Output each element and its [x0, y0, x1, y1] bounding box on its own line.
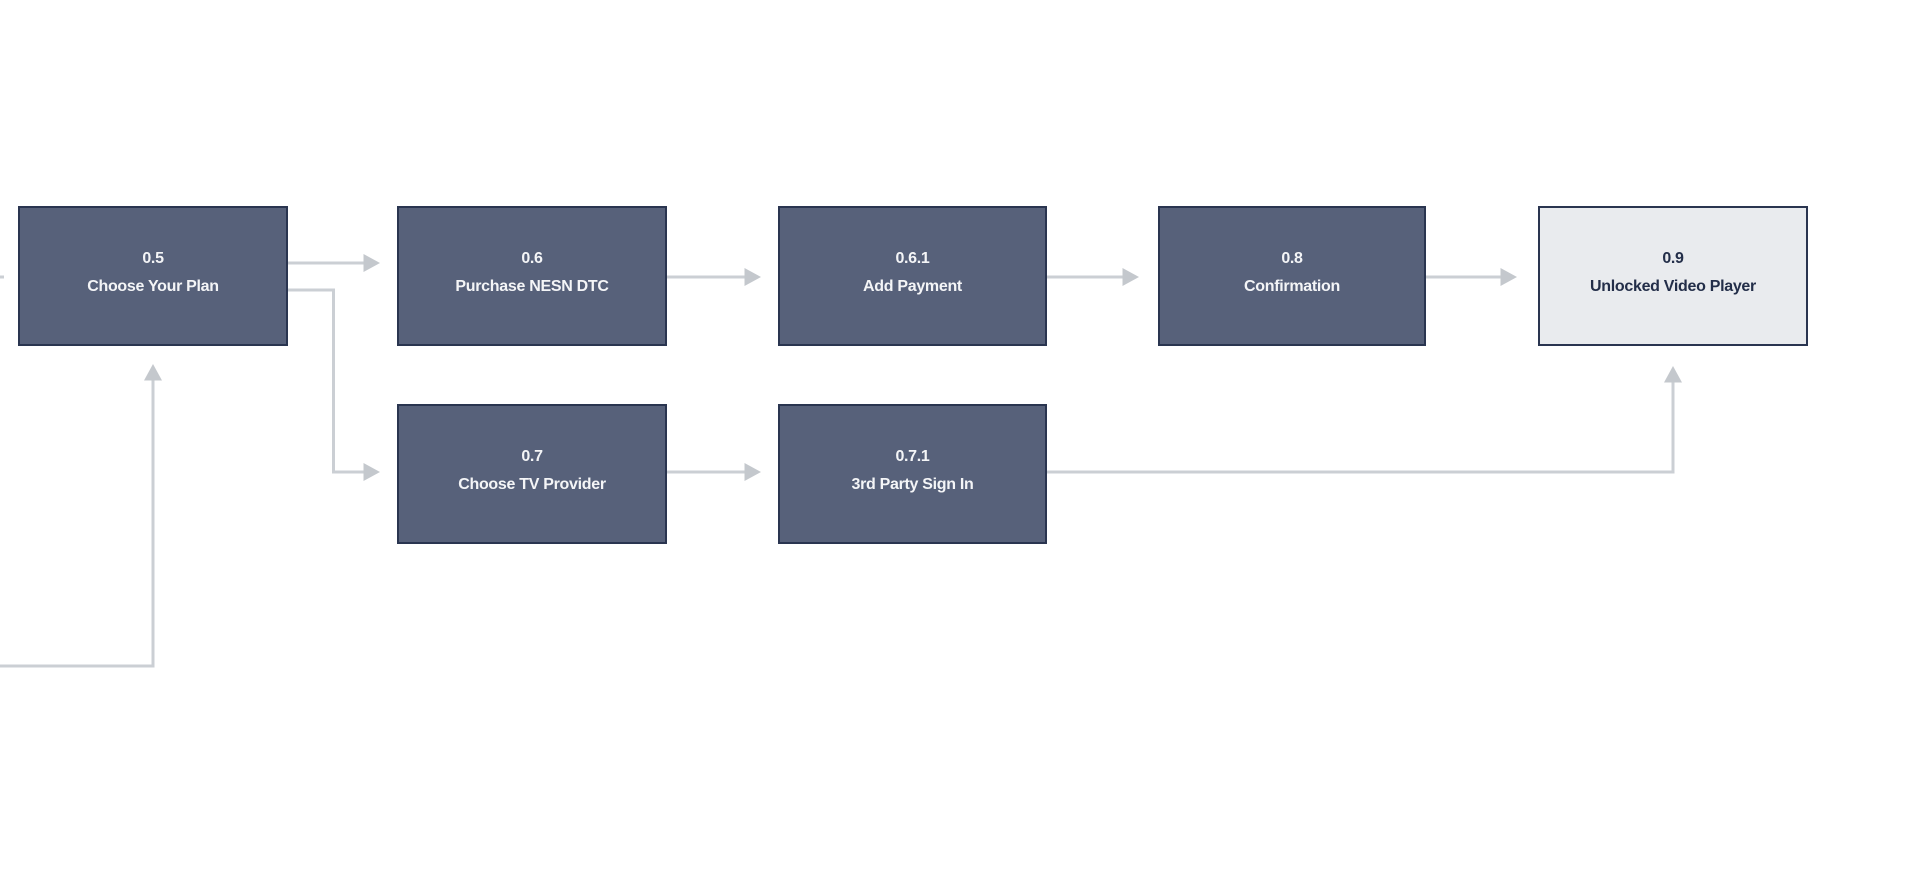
- node-id: 0.9: [1662, 249, 1684, 267]
- node-0-7-1-text: 0.7.1 3rd Party Sign In: [851, 443, 973, 499]
- node-label: Confirmation: [1244, 277, 1340, 295]
- node-0-5[interactable]: 0.5 Choose Your Plan: [18, 206, 288, 346]
- node-id: 0.7: [521, 447, 543, 465]
- node-id: 0.6.1: [895, 249, 930, 267]
- node-0-7-text: 0.7 Choose TV Provider: [458, 443, 606, 499]
- node-0-6-1[interactable]: 0.6.1 Add Payment: [778, 206, 1047, 346]
- node-id: 0.5: [142, 249, 164, 267]
- edge-0-7-1-to-0-9: [1047, 366, 1682, 474]
- node-0-7[interactable]: 0.7 Choose TV Provider: [397, 404, 667, 544]
- node-0-6-1-text: 0.6.1 Add Payment: [863, 245, 962, 301]
- node-label: 3rd Party Sign In: [851, 475, 974, 493]
- node-id: 0.8: [1281, 249, 1303, 267]
- node-id: 0.6: [521, 249, 543, 267]
- node-label: Unlocked Video Player: [1590, 277, 1756, 295]
- node-0-7-1[interactable]: 0.7.1 3rd Party Sign In: [778, 404, 1047, 544]
- node-label: Choose TV Provider: [458, 475, 606, 493]
- node-0-6-text: 0.6 Purchase NESN DTC: [455, 245, 608, 301]
- node-label: Add Payment: [863, 277, 962, 295]
- edge-offscreen-to-0-5: [0, 364, 162, 668]
- edge-0-5-to-0-7: [288, 288, 380, 481]
- node-0-8[interactable]: 0.8 Confirmation: [1158, 206, 1426, 346]
- node-label: Purchase NESN DTC: [455, 277, 609, 295]
- node-0-8-text: 0.8 Confirmation: [1244, 245, 1340, 301]
- node-0-5-text: 0.5 Choose Your Plan: [87, 245, 219, 301]
- node-label: Choose Your Plan: [87, 277, 219, 295]
- node-0-9-text: 0.9 Unlocked Video Player: [1590, 245, 1756, 301]
- node-id: 0.7.1: [895, 447, 930, 465]
- node-0-6[interactable]: 0.6 Purchase NESN DTC: [397, 206, 667, 346]
- node-0-9[interactable]: 0.9 Unlocked Video Player: [1538, 206, 1808, 346]
